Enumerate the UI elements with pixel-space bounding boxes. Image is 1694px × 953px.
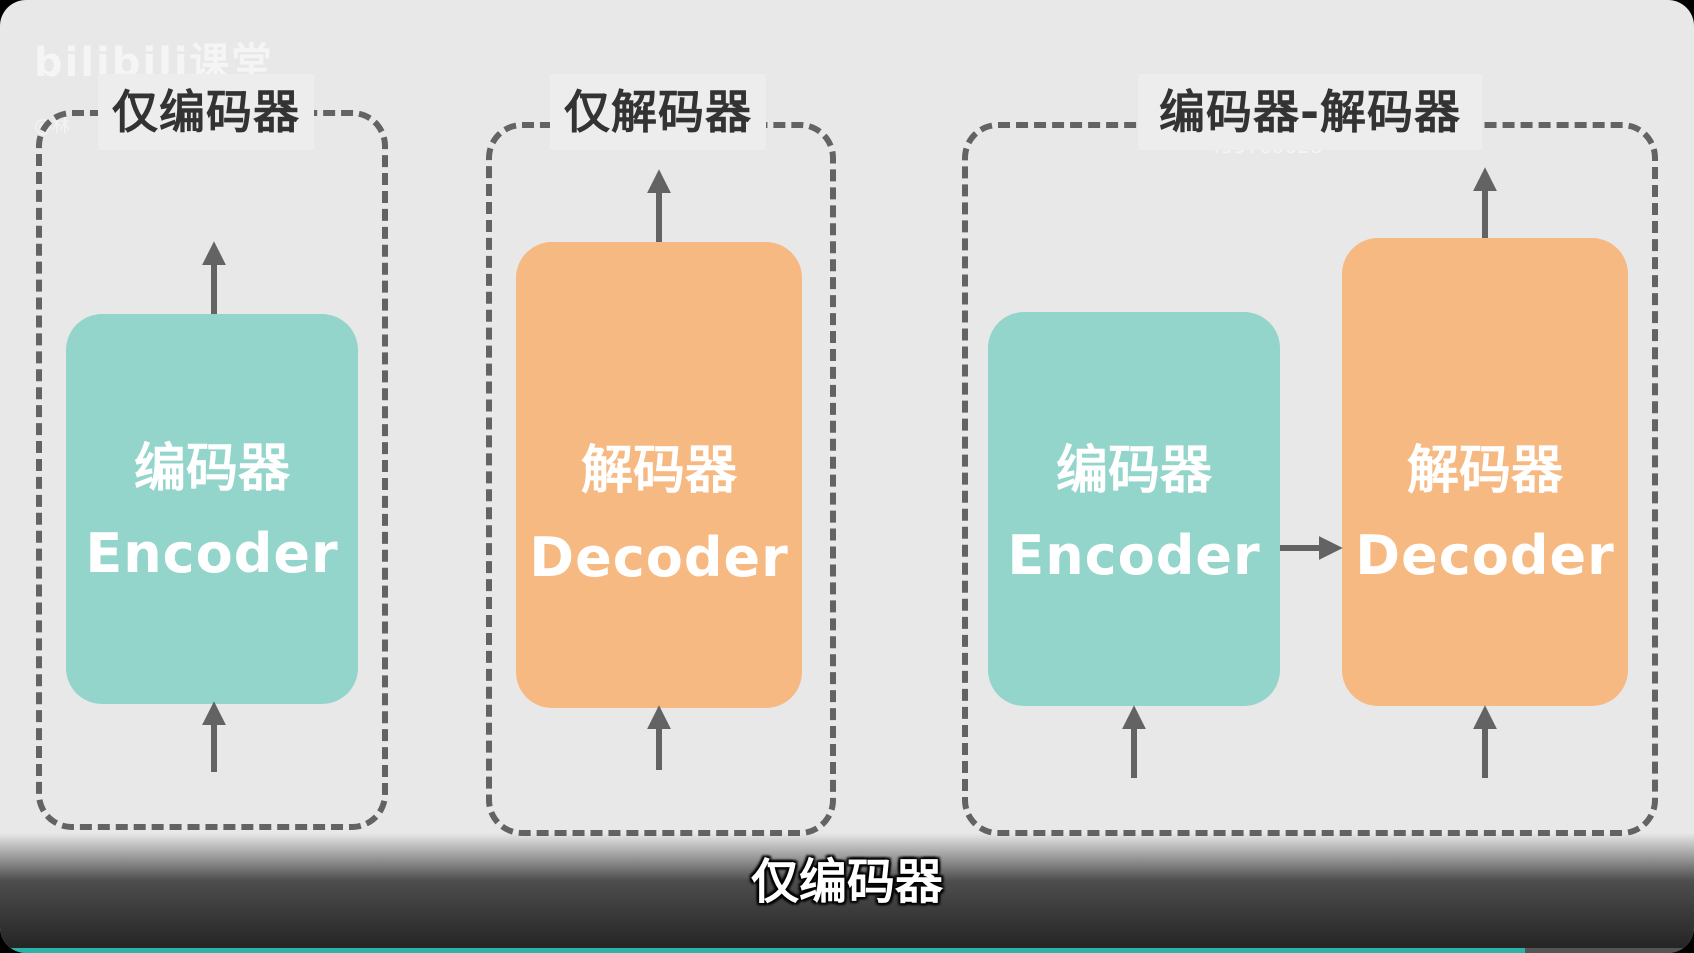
- encoder-label-en: Encoder: [1007, 524, 1261, 587]
- decoder-label-en: Decoder: [1355, 524, 1615, 587]
- video-progress-bar[interactable]: [0, 948, 1694, 953]
- group-encoder-only-title: 仅编码器: [98, 74, 314, 150]
- decoder-label-zh: 解码器: [580, 441, 737, 501]
- encoder-label-en: Encoder: [85, 522, 339, 585]
- group-decoder-only-title: 仅解码器: [550, 74, 766, 150]
- decoder-block: 解码器 Decoder: [1342, 238, 1628, 706]
- encoder-block: 编码器 Encoder: [66, 314, 358, 704]
- subtitle-text: 仅编码器: [750, 854, 943, 910]
- encoder-label-zh: 编码器: [133, 439, 290, 499]
- encoder-label-zh: 编码器: [1055, 441, 1212, 501]
- subtitle-bar: [0, 833, 1694, 953]
- group-encoder-decoder-title: 编码器-解码器: [1138, 74, 1482, 150]
- video-progress-fill: [0, 948, 1525, 953]
- decoder-label-en: Decoder: [529, 526, 789, 589]
- decoder-label-zh: 解码器: [1406, 441, 1563, 501]
- encoder-block: 编码器 Encoder: [988, 312, 1280, 706]
- decoder-block: 解码器 Decoder: [516, 242, 802, 708]
